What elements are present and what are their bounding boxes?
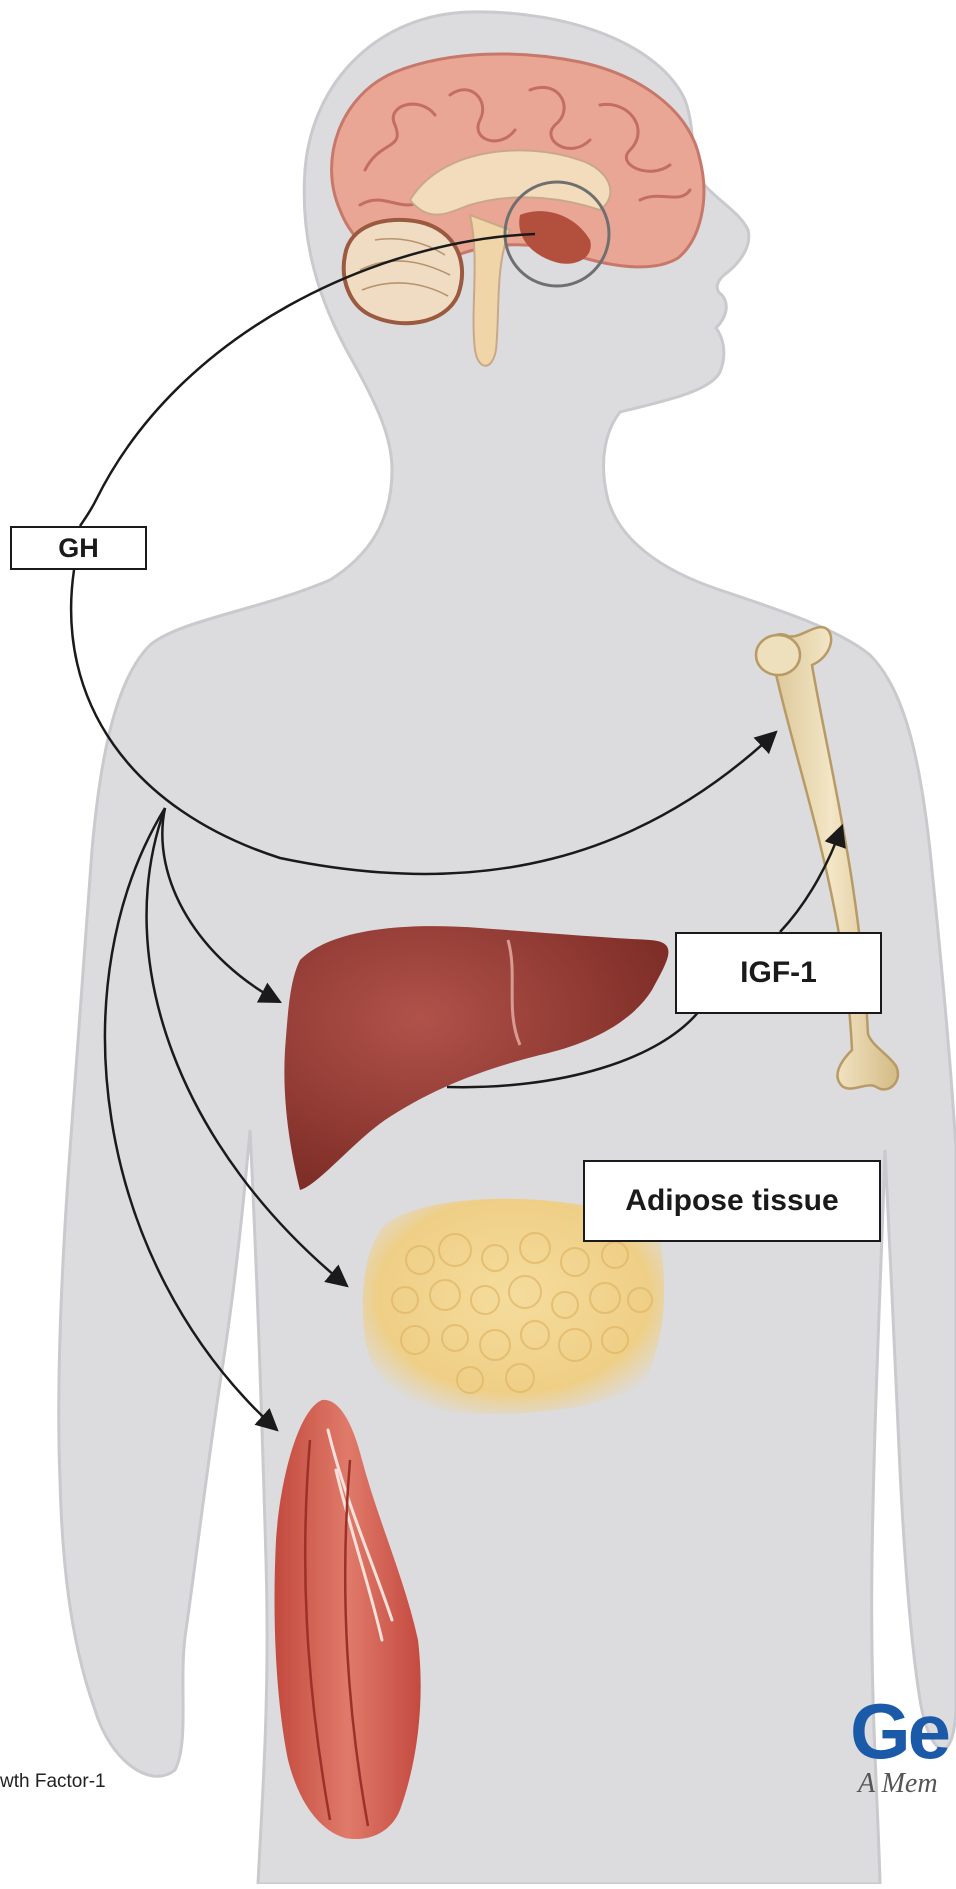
footer-caption: wth Factor-1 — [0, 1771, 106, 1793]
gh-label: GH — [10, 526, 147, 570]
igf1-label: IGF-1 — [675, 932, 882, 1014]
brand-logo: Ge — [850, 1686, 948, 1777]
brand-tagline: A Mem — [858, 1768, 938, 1800]
adipose-tissue-label: Adipose tissue — [583, 1160, 881, 1242]
